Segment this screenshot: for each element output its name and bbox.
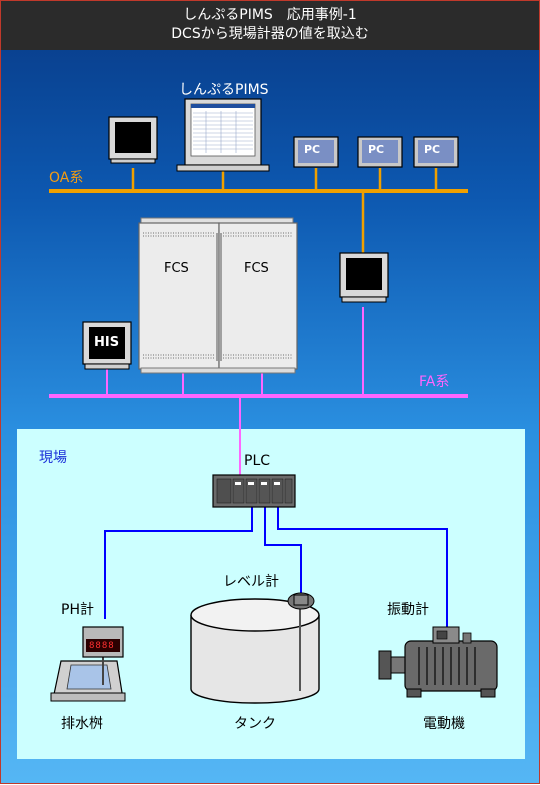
fa-bus-drops xyxy=(106,307,364,475)
fa-network-label: FA系 xyxy=(419,374,450,390)
signal-wires xyxy=(104,507,448,629)
header-subtitle: DCSから現場計器の値を取込む xyxy=(171,26,369,42)
fcs-label: FCS xyxy=(244,261,269,276)
pc-label: PC xyxy=(424,143,441,156)
plc-unit xyxy=(212,474,296,508)
vibration-meter-label: 振動計 xyxy=(387,602,429,618)
diagram-header: しんぷるPIMS 応用事例-1 DCSから現場計器の値を取込む xyxy=(1,1,539,50)
his-label: HIS xyxy=(94,335,120,350)
site-label: 現場 xyxy=(39,450,67,466)
motor-label: 電動機 xyxy=(423,716,465,732)
pc-label: PC xyxy=(304,143,321,156)
header-title: しんぷるPIMS 応用事例-1 xyxy=(183,7,357,23)
tank xyxy=(190,592,320,704)
pims-label: しんぷるPIMS xyxy=(179,82,269,98)
ph-meter-display: 8888 xyxy=(89,641,115,651)
oa-bus-drops xyxy=(131,168,438,253)
oa-network-label: OA系 xyxy=(49,170,84,186)
motor xyxy=(378,626,498,698)
his-terminal xyxy=(82,321,132,370)
fa-terminal-monitor xyxy=(339,252,389,303)
pc-label: PC xyxy=(368,143,385,156)
oa-terminal-monitor xyxy=(108,116,158,164)
plc-label: PLC xyxy=(244,453,271,469)
fcs-cabinets xyxy=(138,217,298,374)
drain-pit-ph-meter xyxy=(50,626,126,702)
pims-monitor xyxy=(176,98,270,172)
level-meter-label: レベル計 xyxy=(223,574,279,590)
pc-terminals xyxy=(293,136,459,168)
drain-pit-label: 排水桝 xyxy=(61,716,103,732)
tank-label: タンク xyxy=(234,716,276,732)
fcs-label: FCS xyxy=(164,261,189,276)
ph-meter-label: PH計 xyxy=(61,602,94,618)
